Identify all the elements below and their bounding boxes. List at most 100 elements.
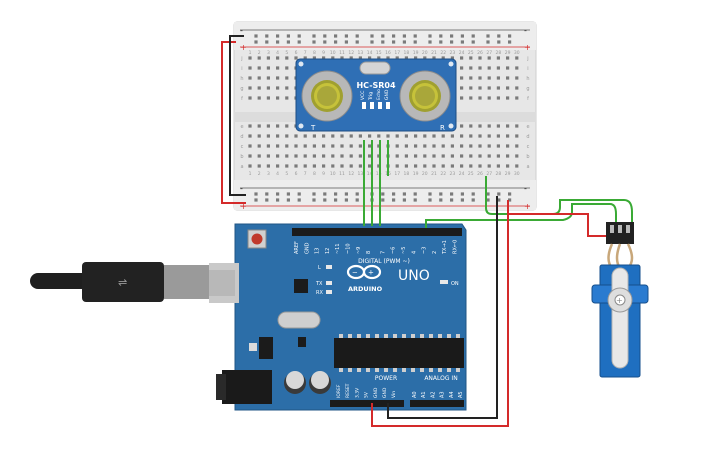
rail-hole[interactable] xyxy=(450,192,454,196)
rail-hole[interactable] xyxy=(297,192,301,196)
breadboard-hole[interactable] xyxy=(432,154,436,158)
breadboard-hole[interactable] xyxy=(331,154,335,158)
breadboard-hole[interactable] xyxy=(478,76,482,80)
breadboard-hole[interactable] xyxy=(248,96,252,100)
breadboard-hole[interactable] xyxy=(460,66,464,70)
rail-hole[interactable] xyxy=(471,40,475,44)
breadboard-hole[interactable] xyxy=(506,134,510,138)
breadboard-hole[interactable] xyxy=(450,164,454,168)
breadboard-hole[interactable] xyxy=(322,56,326,60)
breadboard-hole[interactable] xyxy=(414,134,418,138)
breadboard-hole[interactable] xyxy=(478,56,482,60)
breadboard-hole[interactable] xyxy=(487,124,491,128)
breadboard-hole[interactable] xyxy=(349,134,353,138)
breadboard-hole[interactable] xyxy=(358,134,362,138)
rail-hole[interactable] xyxy=(439,40,443,44)
rail-hole[interactable] xyxy=(439,192,443,196)
breadboard-hole[interactable] xyxy=(432,56,436,60)
breadboard-hole[interactable] xyxy=(469,96,473,100)
breadboard-hole[interactable] xyxy=(257,154,261,158)
breadboard-hole[interactable] xyxy=(368,56,372,60)
breadboard-hole[interactable] xyxy=(377,164,381,168)
breadboard-hole[interactable] xyxy=(368,144,372,148)
rail-hole[interactable] xyxy=(334,34,338,38)
breadboard-hole[interactable] xyxy=(414,56,418,60)
breadboard-hole[interactable] xyxy=(496,124,500,128)
rail-hole[interactable] xyxy=(265,34,269,38)
breadboard-hole[interactable] xyxy=(340,56,344,60)
rail-hole[interactable] xyxy=(508,192,512,196)
rail-hole[interactable] xyxy=(344,192,348,196)
breadboard-hole[interactable] xyxy=(478,154,482,158)
breadboard-hole[interactable] xyxy=(423,144,427,148)
breadboard-hole[interactable] xyxy=(478,144,482,148)
breadboard-hole[interactable] xyxy=(303,144,307,148)
rail-hole[interactable] xyxy=(508,34,512,38)
breadboard-hole[interactable] xyxy=(349,56,353,60)
digital-header[interactable] xyxy=(292,228,462,236)
breadboard-hole[interactable] xyxy=(331,144,335,148)
breadboard-hole[interactable] xyxy=(257,86,261,90)
breadboard-hole[interactable] xyxy=(322,154,326,158)
breadboard-hole[interactable] xyxy=(276,56,280,60)
breadboard-hole[interactable] xyxy=(487,154,491,158)
breadboard-hole[interactable] xyxy=(303,134,307,138)
breadboard-hole[interactable] xyxy=(312,154,316,158)
breadboard-hole[interactable] xyxy=(469,164,473,168)
usb-cable-icon[interactable]: ⇌ xyxy=(30,262,239,303)
breadboard-hole[interactable] xyxy=(414,154,418,158)
breadboard-hole[interactable] xyxy=(257,96,261,100)
breadboard-hole[interactable] xyxy=(496,56,500,60)
rail-hole[interactable] xyxy=(402,198,406,202)
breadboard-hole[interactable] xyxy=(266,144,270,148)
breadboard-hole[interactable] xyxy=(331,56,335,60)
rail-hole[interactable] xyxy=(381,34,385,38)
breadboard-hole[interactable] xyxy=(285,124,289,128)
breadboard-hole[interactable] xyxy=(340,154,344,158)
rail-hole[interactable] xyxy=(323,198,327,202)
breadboard-hole[interactable] xyxy=(285,86,289,90)
breadboard-hole[interactable] xyxy=(469,144,473,148)
breadboard-hole[interactable] xyxy=(312,56,316,60)
breadboard-hole[interactable] xyxy=(248,86,252,90)
rail-hole[interactable] xyxy=(486,40,490,44)
breadboard-hole[interactable] xyxy=(395,144,399,148)
breadboard-hole[interactable] xyxy=(450,134,454,138)
breadboard-hole[interactable] xyxy=(395,164,399,168)
rail-hole[interactable] xyxy=(471,34,475,38)
breadboard-hole[interactable] xyxy=(460,144,464,148)
power-jack[interactable] xyxy=(216,370,272,404)
breadboard-hole[interactable] xyxy=(478,134,482,138)
breadboard-hole[interactable] xyxy=(487,66,491,70)
breadboard-hole[interactable] xyxy=(515,56,519,60)
breadboard-hole[interactable] xyxy=(276,66,280,70)
reset-button[interactable] xyxy=(247,229,267,249)
breadboard-hole[interactable] xyxy=(322,144,326,148)
breadboard-hole[interactable] xyxy=(276,164,280,168)
breadboard-hole[interactable] xyxy=(404,144,408,148)
breadboard-hole[interactable] xyxy=(377,134,381,138)
rail-hole[interactable] xyxy=(344,34,348,38)
breadboard-hole[interactable] xyxy=(248,134,252,138)
breadboard-hole[interactable] xyxy=(285,56,289,60)
breadboard-hole[interactable] xyxy=(248,66,252,70)
analog-header[interactable] xyxy=(410,400,464,407)
breadboard-hole[interactable] xyxy=(358,56,362,60)
breadboard-hole[interactable] xyxy=(432,134,436,138)
breadboard-hole[interactable] xyxy=(285,66,289,70)
breadboard-hole[interactable] xyxy=(506,96,510,100)
breadboard-hole[interactable] xyxy=(368,134,372,138)
breadboard-hole[interactable] xyxy=(358,154,362,158)
rail-hole[interactable] xyxy=(460,198,464,202)
breadboard-hole[interactable] xyxy=(487,86,491,90)
breadboard-hole[interactable] xyxy=(460,56,464,60)
rail-hole[interactable] xyxy=(286,40,290,44)
rail-hole[interactable] xyxy=(312,34,316,38)
breadboard-hole[interactable] xyxy=(266,86,270,90)
breadboard-hole[interactable] xyxy=(257,164,261,168)
breadboard-hole[interactable] xyxy=(248,76,252,80)
breadboard-hole[interactable] xyxy=(303,154,307,158)
breadboard-hole[interactable] xyxy=(478,66,482,70)
breadboard-hole[interactable] xyxy=(257,56,261,60)
rail-hole[interactable] xyxy=(508,198,512,202)
